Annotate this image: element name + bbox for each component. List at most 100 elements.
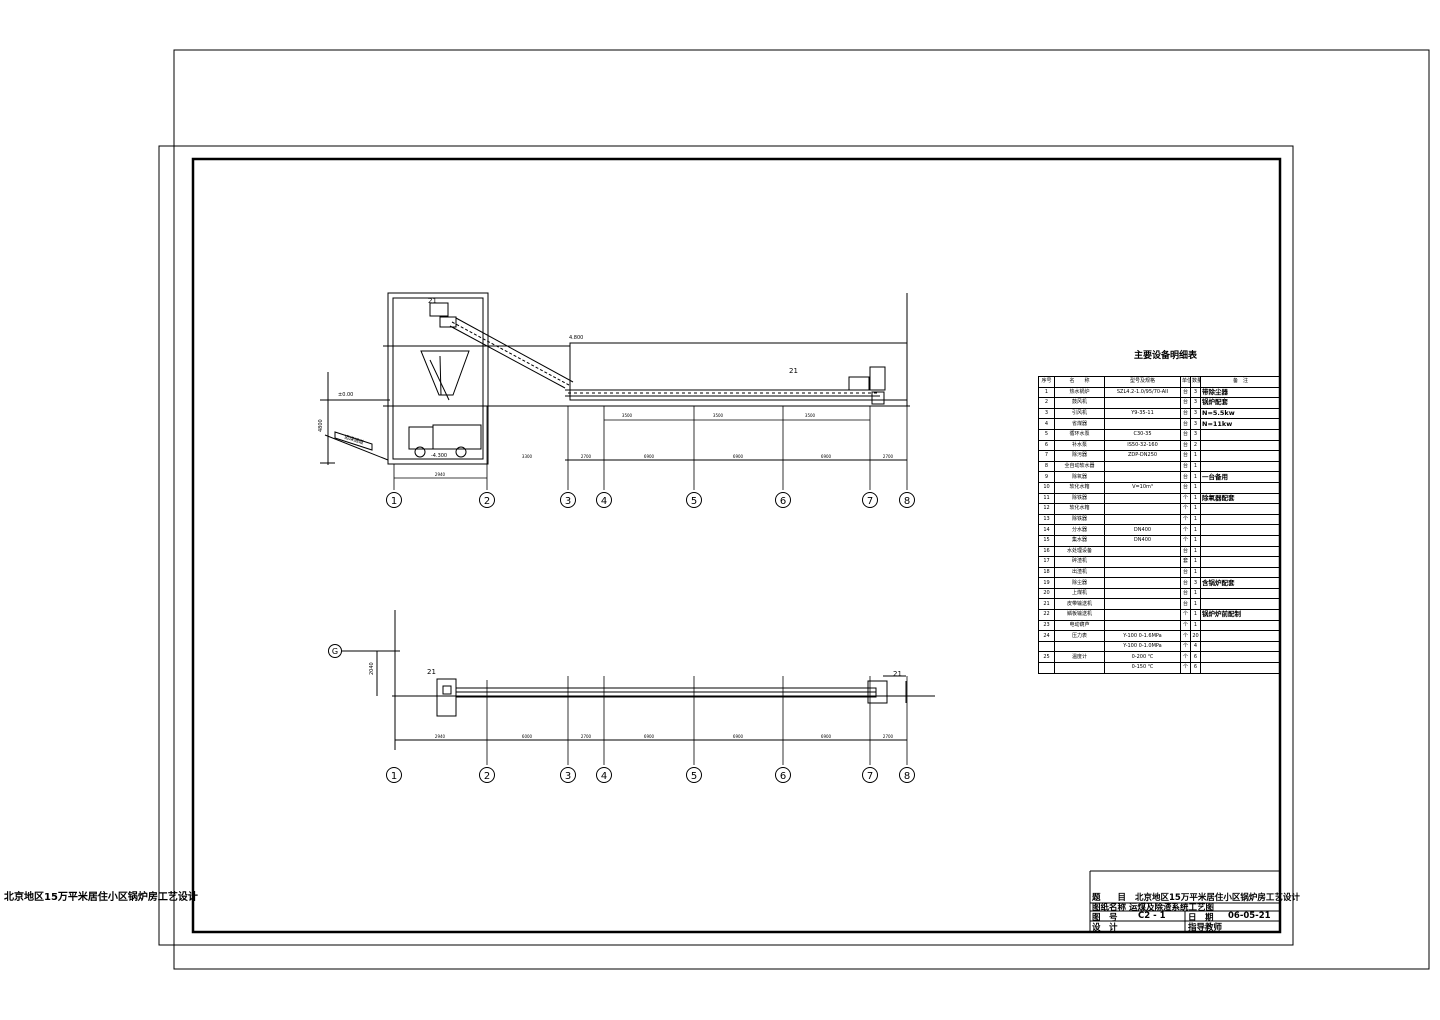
- equipment-table-title: 主要设备明细表: [1134, 351, 1198, 361]
- table-cell: DN400: [1104, 534, 1181, 547]
- table-cell: 22: [1038, 609, 1055, 621]
- table-cell: 台: [1180, 450, 1191, 462]
- axis-number: 3: [565, 771, 571, 782]
- axis-bubbles-elevation: [386, 492, 915, 508]
- item-tag: 21: [893, 670, 902, 678]
- elevation-dim: 3300: [522, 454, 533, 459]
- table-cell: 3: [1190, 397, 1201, 409]
- table-cell: 1: [1190, 524, 1201, 536]
- table-cell: 锅炉配套: [1200, 397, 1281, 409]
- drawing-number: C2 - 1: [1138, 911, 1166, 921]
- table-cell: 水处理设备: [1054, 545, 1105, 558]
- table-cell: 10: [1038, 481, 1055, 494]
- table-cell: Y9-35-11: [1104, 407, 1181, 420]
- span-dim: 3500: [805, 413, 816, 418]
- table-cell: 20: [1190, 630, 1201, 642]
- table-cell: 23: [1038, 619, 1055, 632]
- table-cell: 3: [1038, 407, 1055, 420]
- table-cell: 1: [1190, 534, 1201, 547]
- elevation-dim: 2700: [883, 454, 894, 459]
- table-cell: 14: [1038, 524, 1055, 536]
- table-cell: IS50-32-160: [1104, 439, 1181, 452]
- plan-dim: 2700: [883, 734, 894, 739]
- table-cell: 一台备用: [1200, 471, 1281, 483]
- elevation-dim: 6900: [733, 454, 744, 459]
- table-cell: 台: [1180, 439, 1191, 452]
- table-cell: [1038, 640, 1055, 653]
- table-cell: 7: [1038, 450, 1055, 462]
- table-cell: V=10m³: [1104, 481, 1181, 494]
- table-cell: 温度计: [1054, 651, 1105, 664]
- table-cell: 除铁器: [1054, 513, 1105, 526]
- table-cell: 4: [1190, 640, 1201, 653]
- table-cell: 热水锅炉: [1054, 386, 1105, 399]
- table-cell: 台: [1180, 460, 1191, 473]
- table-cell: 鳞板输送机: [1054, 609, 1105, 621]
- table-cell: 个: [1180, 619, 1191, 632]
- truck: [408, 424, 482, 458]
- table-cell: 台: [1180, 418, 1191, 430]
- table-cell: [1200, 428, 1281, 441]
- outer-sheet-border: [173, 49, 1430, 970]
- axis-number: 4: [601, 496, 607, 507]
- table-cell: 除氧器配套: [1200, 492, 1281, 505]
- table-cell: 1: [1190, 587, 1201, 600]
- table-cell: [1104, 566, 1181, 579]
- table-cell: 除尘器: [1054, 577, 1105, 589]
- table-cell: 压力表: [1054, 630, 1105, 642]
- table-cell: 1: [1190, 481, 1201, 494]
- plan-view: [335, 610, 935, 750]
- table-cell: 6: [1190, 662, 1201, 674]
- table-cell: 1: [1190, 492, 1201, 505]
- table-header-cell: 数量: [1190, 376, 1201, 388]
- plan-dim: 2940: [435, 734, 446, 739]
- table-cell: [1104, 598, 1181, 611]
- table-cell: [1200, 662, 1281, 674]
- table-cell: 3: [1190, 407, 1201, 420]
- table-cell: [1104, 397, 1181, 409]
- table-cell: [1200, 640, 1281, 653]
- table-cell: 13: [1038, 513, 1055, 526]
- side-title: 北京地区15万平米居住小区锅炉房工艺设计: [4, 892, 198, 903]
- drawing-label: 图纸名称: [1092, 903, 1127, 913]
- pit-building: [387, 292, 489, 465]
- table-cell: [1104, 577, 1181, 589]
- axis-number: 3: [565, 496, 571, 507]
- table-header-row: 序号名 称型号及规格单位数量备 注: [1038, 376, 1281, 388]
- project-label: 题 目: [1092, 893, 1127, 903]
- axis-number: 5: [691, 771, 697, 782]
- table-cell: 除氧器: [1054, 471, 1105, 483]
- table-cell: 1: [1190, 619, 1201, 632]
- table-cell: 锅炉炉前配制: [1200, 609, 1281, 621]
- table-cell: 除铁器: [1054, 492, 1105, 505]
- table-cell: [1104, 545, 1181, 558]
- drawing-name: 运煤及除渣系统工艺图: [1128, 903, 1214, 913]
- date-value: 06-05-21: [1228, 911, 1271, 921]
- table-cell: 15: [1038, 534, 1055, 547]
- table-cell: [1038, 662, 1055, 674]
- table-cell: 1: [1190, 471, 1201, 483]
- table-cell: 省煤器: [1054, 418, 1105, 430]
- item-tag: 21: [789, 367, 798, 375]
- table-cell: 台: [1180, 587, 1191, 600]
- table-cell: 台: [1180, 397, 1191, 409]
- table-cell: 2: [1190, 439, 1201, 452]
- date-label: 日 期: [1188, 913, 1214, 923]
- table-cell: 软化水箱: [1054, 481, 1105, 494]
- number-label: 图 号: [1092, 913, 1118, 923]
- equipment-table: 序号名 称型号及规格单位数量备 注 1热水锅炉SZL4.2-1.0/95/70-…: [1038, 376, 1281, 674]
- elevation-dim: 6900: [644, 454, 655, 459]
- table-cell: [1200, 651, 1281, 664]
- table-cell: 19: [1038, 577, 1055, 589]
